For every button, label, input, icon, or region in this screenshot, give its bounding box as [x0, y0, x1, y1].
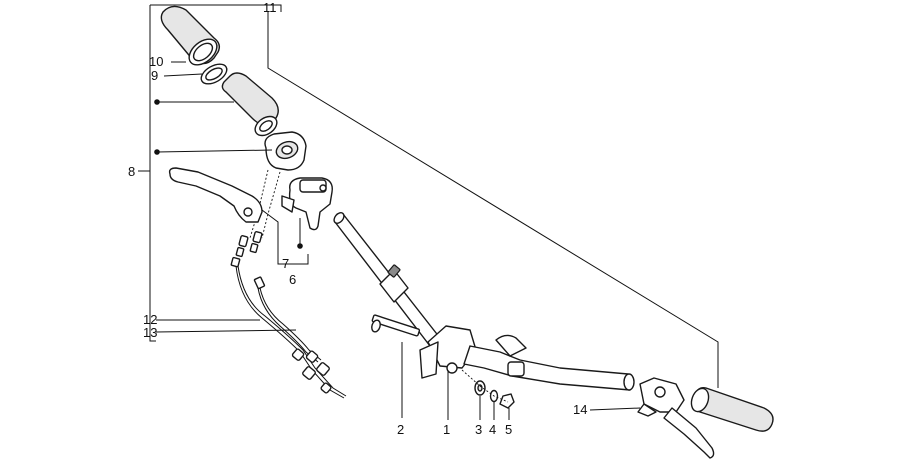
throttle-housing	[264, 131, 307, 171]
bolt	[371, 314, 421, 337]
right-grip	[690, 386, 774, 432]
left-grip	[160, 5, 221, 66]
callout-2: 2	[397, 422, 404, 437]
ring-washer	[200, 63, 228, 85]
master-cylinder-clamp	[281, 177, 333, 231]
leader-dots	[154, 99, 303, 249]
rear-brake-lever	[168, 167, 263, 223]
cable-end-right	[249, 231, 266, 290]
callout-11: 11	[263, 0, 277, 15]
cable-end-left	[230, 235, 249, 268]
callout-7: 7	[282, 256, 289, 271]
callout-1: 1	[443, 422, 450, 437]
callout-9: 9	[151, 68, 158, 83]
leader-lines	[138, 12, 719, 420]
front-brake-lever	[637, 377, 715, 459]
throttle-tube	[221, 72, 279, 137]
nut-5	[499, 393, 515, 409]
callout-10: 10	[149, 54, 163, 69]
callout-5: 5	[505, 422, 512, 437]
callout-3: 3	[475, 422, 482, 437]
callout-13: 13	[143, 325, 157, 340]
throttle-cables	[235, 265, 347, 399]
callout-8: 8	[128, 164, 135, 179]
group-bracket	[149, 4, 282, 342]
callout-6: 6	[289, 272, 296, 287]
handlebar-tube	[333, 212, 635, 391]
callout-4: 4	[489, 422, 496, 437]
callout-14: 14	[573, 402, 587, 417]
callout-12: 12	[143, 312, 157, 327]
